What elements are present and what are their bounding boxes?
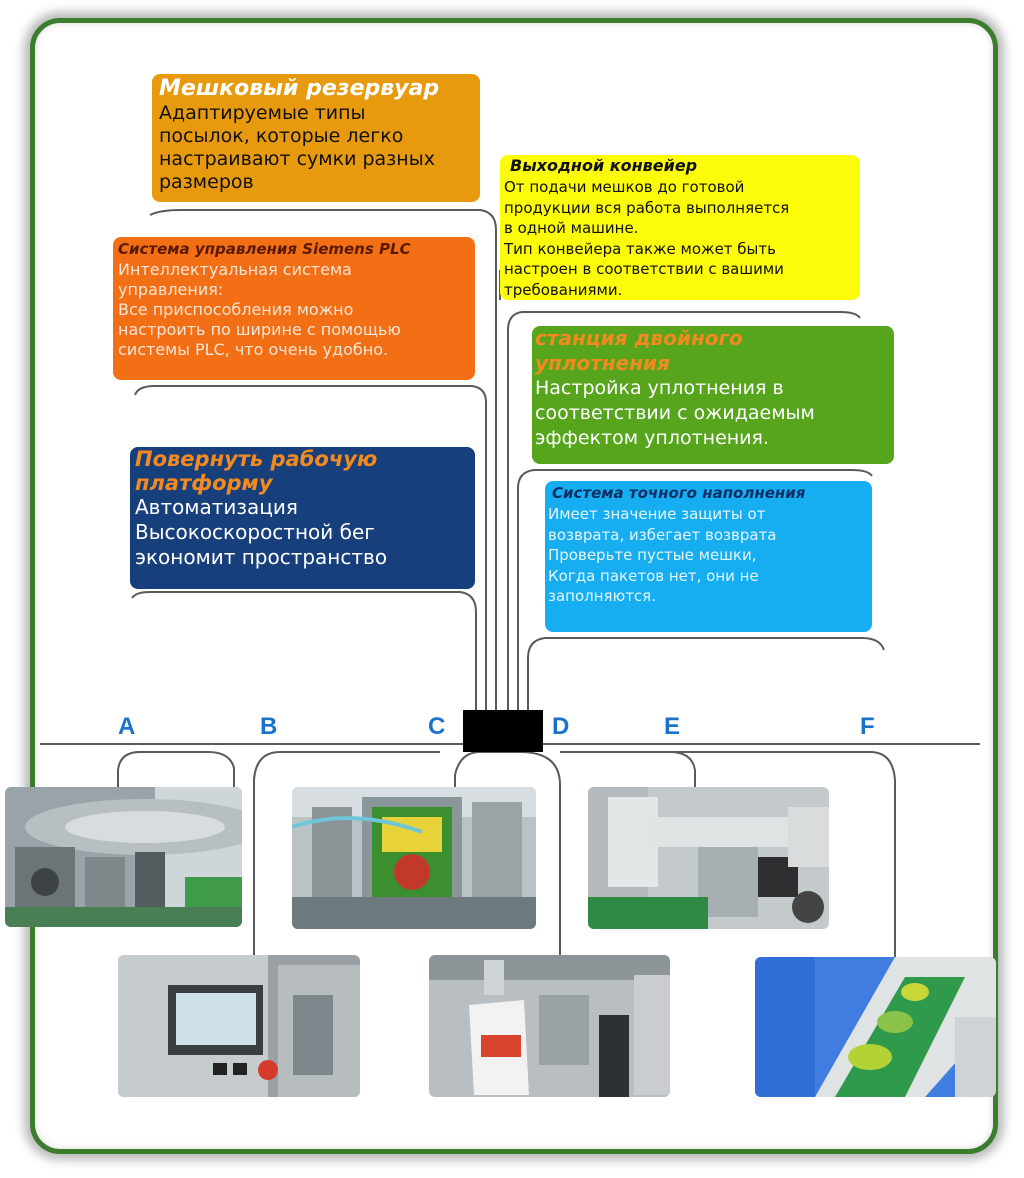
- sealing-station-photo: [588, 787, 829, 929]
- machine-photo-icon: [5, 787, 242, 927]
- sealer-photo-icon: [588, 787, 829, 929]
- box-siemens-plc: Система управления Siemens PLC Интеллект…: [113, 237, 475, 380]
- output-conveyor-title: Выходной конвейер: [510, 156, 698, 175]
- output-conveyor-photo: [755, 957, 996, 1097]
- filling-station-photo: [429, 955, 670, 1097]
- touchscreen-photo-icon: [118, 955, 360, 1097]
- precise-filling-text: Имеет значение защиты от возврата, избег…: [548, 505, 777, 605]
- siemens-plc-text: Интеллектуальная система управления: Все…: [118, 260, 401, 359]
- bag-reservoir-title: Мешковый резервуар: [159, 76, 440, 101]
- box-precise-filling: Система точного наполнения Имеет значени…: [545, 481, 872, 632]
- label-a: A: [118, 713, 136, 740]
- rotary-platform-photo: [5, 787, 242, 927]
- box-rotary-platform: Повернуть рабочую платформу Автоматизаци…: [130, 447, 475, 589]
- label-b: B: [260, 713, 278, 740]
- label-f: F: [860, 713, 875, 740]
- double-sealing-text: Настройка уплотнения в соответствии с ож…: [535, 377, 815, 449]
- conveyor-photo-icon: [755, 957, 996, 1097]
- rotary-platform-text: Автоматизация Высокоскоростной бег эконо…: [135, 495, 388, 569]
- label-d: D: [552, 713, 570, 740]
- precise-filling-title: Система точного наполнения: [552, 484, 806, 502]
- label-e: E: [664, 713, 681, 740]
- double-sealing-title: станция двойного уплотнения: [535, 326, 743, 375]
- rotary-platform-title: Повернуть рабочую платформу: [135, 447, 378, 495]
- pouch-photo-icon: [429, 955, 670, 1097]
- output-conveyor-text: От подачи мешков до готовой продукции вс…: [504, 178, 790, 299]
- box-double-sealing: станция двойного уплотнения Настройка уп…: [532, 326, 894, 464]
- bags-photo-icon: [292, 787, 536, 929]
- box-bag-reservoir: Мешковый резервуар Адаптируемые типы пос…: [152, 74, 480, 202]
- hub-block: [463, 710, 543, 752]
- bag-reservoir-text: Адаптируемые типы посылок, которые легко…: [159, 102, 435, 193]
- box-output-conveyor: Выходной конвейер От подачи мешков до го…: [500, 155, 860, 300]
- siemens-plc-title: Система управления Siemens PLC: [118, 240, 411, 258]
- plc-panel-photo: [118, 955, 360, 1097]
- label-c: C: [428, 713, 446, 740]
- bag-reservoir-photo: [292, 787, 536, 929]
